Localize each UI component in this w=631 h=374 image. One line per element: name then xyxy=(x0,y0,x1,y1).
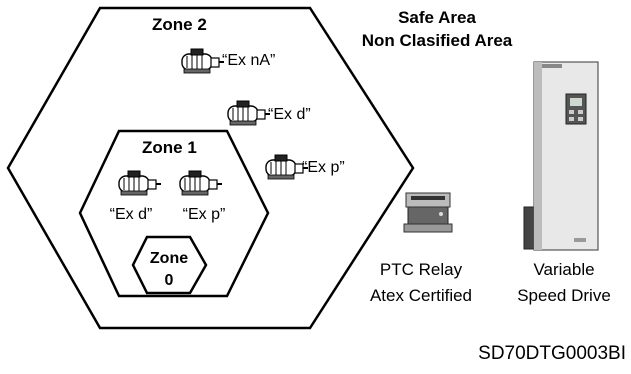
motor-ex-d-zone1-label: “Ex d” xyxy=(110,206,153,223)
zone0-label-line2: 0 xyxy=(165,272,174,289)
motor-ex-p-zone2-label: “Ex p” xyxy=(302,159,345,176)
zone2-label: Zone 2 xyxy=(152,15,207,34)
zone2-hexagon xyxy=(6,6,415,330)
ptc-relay-label-line2: Atex Certified xyxy=(370,286,472,305)
zone1-label: Zone 1 xyxy=(142,138,197,157)
non-classified-area-title: Non Clasified Area xyxy=(362,31,513,50)
motor-ex-d-zone2-icon xyxy=(227,100,271,126)
vsd-label-line2: Speed Drive xyxy=(517,286,611,305)
motor-ex-d-zone1-icon xyxy=(118,170,162,196)
ptc-relay-icon xyxy=(403,192,453,233)
reference-code: SD70DTG0003BI xyxy=(478,343,626,364)
vsd-label-line1: Variable xyxy=(533,260,594,279)
ptc-relay-label-line1: PTC Relay xyxy=(380,260,463,279)
variable-speed-drive-icon xyxy=(523,61,599,251)
motor-ex-p-zone1-label: “Ex p” xyxy=(183,206,226,223)
zone0-hexagon xyxy=(131,235,208,295)
motor-ex-p-zone1-icon xyxy=(179,170,223,196)
motor-ex-d-zone2-label: “Ex d” xyxy=(268,106,311,123)
safe-area-title: Safe Area xyxy=(398,8,476,27)
zone1-hexagon xyxy=(78,129,270,298)
zone0-label-line1: Zone xyxy=(150,250,188,267)
motor-ex-na-label: “Ex nA” xyxy=(222,52,275,69)
motor-ex-na-icon xyxy=(181,48,225,74)
